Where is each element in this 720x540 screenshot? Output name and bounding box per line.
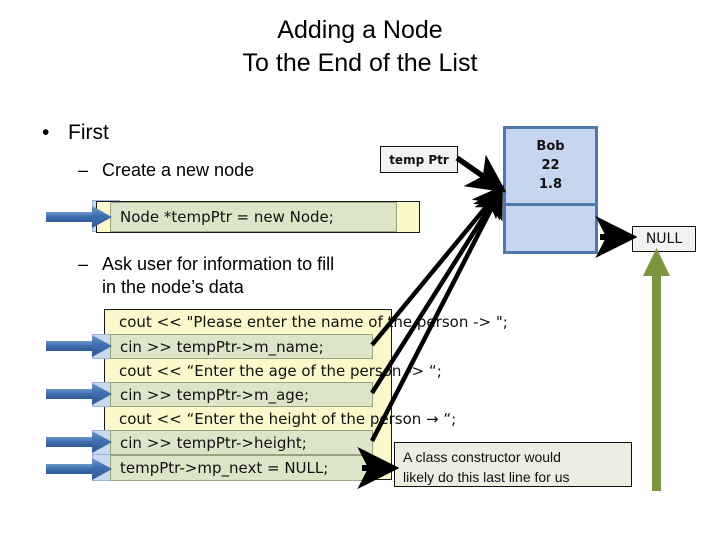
- code-line-node-alloc: Node *tempPtr = new Node;: [110, 202, 397, 232]
- dash-marker-icon-2: –: [78, 254, 89, 274]
- code-line-cout-name: cout << "Please enter the name of the pe…: [119, 313, 508, 331]
- bullet-create-node: – Create a new node: [78, 159, 378, 182]
- bullet-ask-user-line-1: Ask user for information to fill: [102, 254, 335, 274]
- code-line-cin-height: cin >> tempPtr->height;: [110, 430, 373, 455]
- constructor-note: A class constructor would likely do this…: [394, 442, 632, 487]
- dash-marker-icon: –: [78, 160, 89, 180]
- code-line-cin-name: cin >> tempPtr->m_name;: [110, 334, 373, 359]
- bullet-first: • First: [42, 120, 282, 146]
- constructor-note-line-1: A class constructor would: [403, 449, 561, 465]
- title-line-1: Adding a Node: [277, 16, 443, 44]
- code-line-cout-age: cout << “Enter the age of the person -> …: [119, 361, 442, 380]
- null-label-box: NULL: [632, 226, 696, 252]
- page-title: Adding a Node To the End of the List: [0, 14, 720, 80]
- constructor-note-line-2: likely do this last line for us: [403, 469, 570, 485]
- code-line-cout-height: cout << “Enter the height of the person …: [119, 409, 457, 428]
- pointer-arrow-icon-temp-ptr: [455, 154, 507, 193]
- bullet-ask-user-line-2: in the node’s data: [102, 277, 244, 297]
- bullet-first-label: First: [68, 121, 109, 144]
- node-data-cell: Bob 22 1.8: [506, 129, 595, 206]
- code-line-mp-next-null: tempPtr->mp_next = NULL;: [110, 455, 373, 481]
- node-next-cell: [506, 206, 595, 251]
- node-data-line-3: 1.8: [538, 177, 563, 193]
- node-data-line-2: 22: [541, 158, 560, 174]
- code-line-cin-age: cin >> tempPtr->m_age;: [110, 382, 373, 407]
- temp-ptr-label: temp Ptr: [380, 146, 458, 173]
- bullet-marker-icon: •: [42, 121, 50, 144]
- bullet-ask-user: – Ask user for information to fill in th…: [78, 253, 408, 299]
- title-line-2: To the End of the List: [242, 49, 478, 77]
- arrow-up-icon: [643, 248, 670, 491]
- node-box: Bob 22 1.8: [503, 126, 598, 254]
- node-data-line-1: Bob: [536, 139, 565, 155]
- bullet-create-node-label: Create a new node: [102, 160, 255, 180]
